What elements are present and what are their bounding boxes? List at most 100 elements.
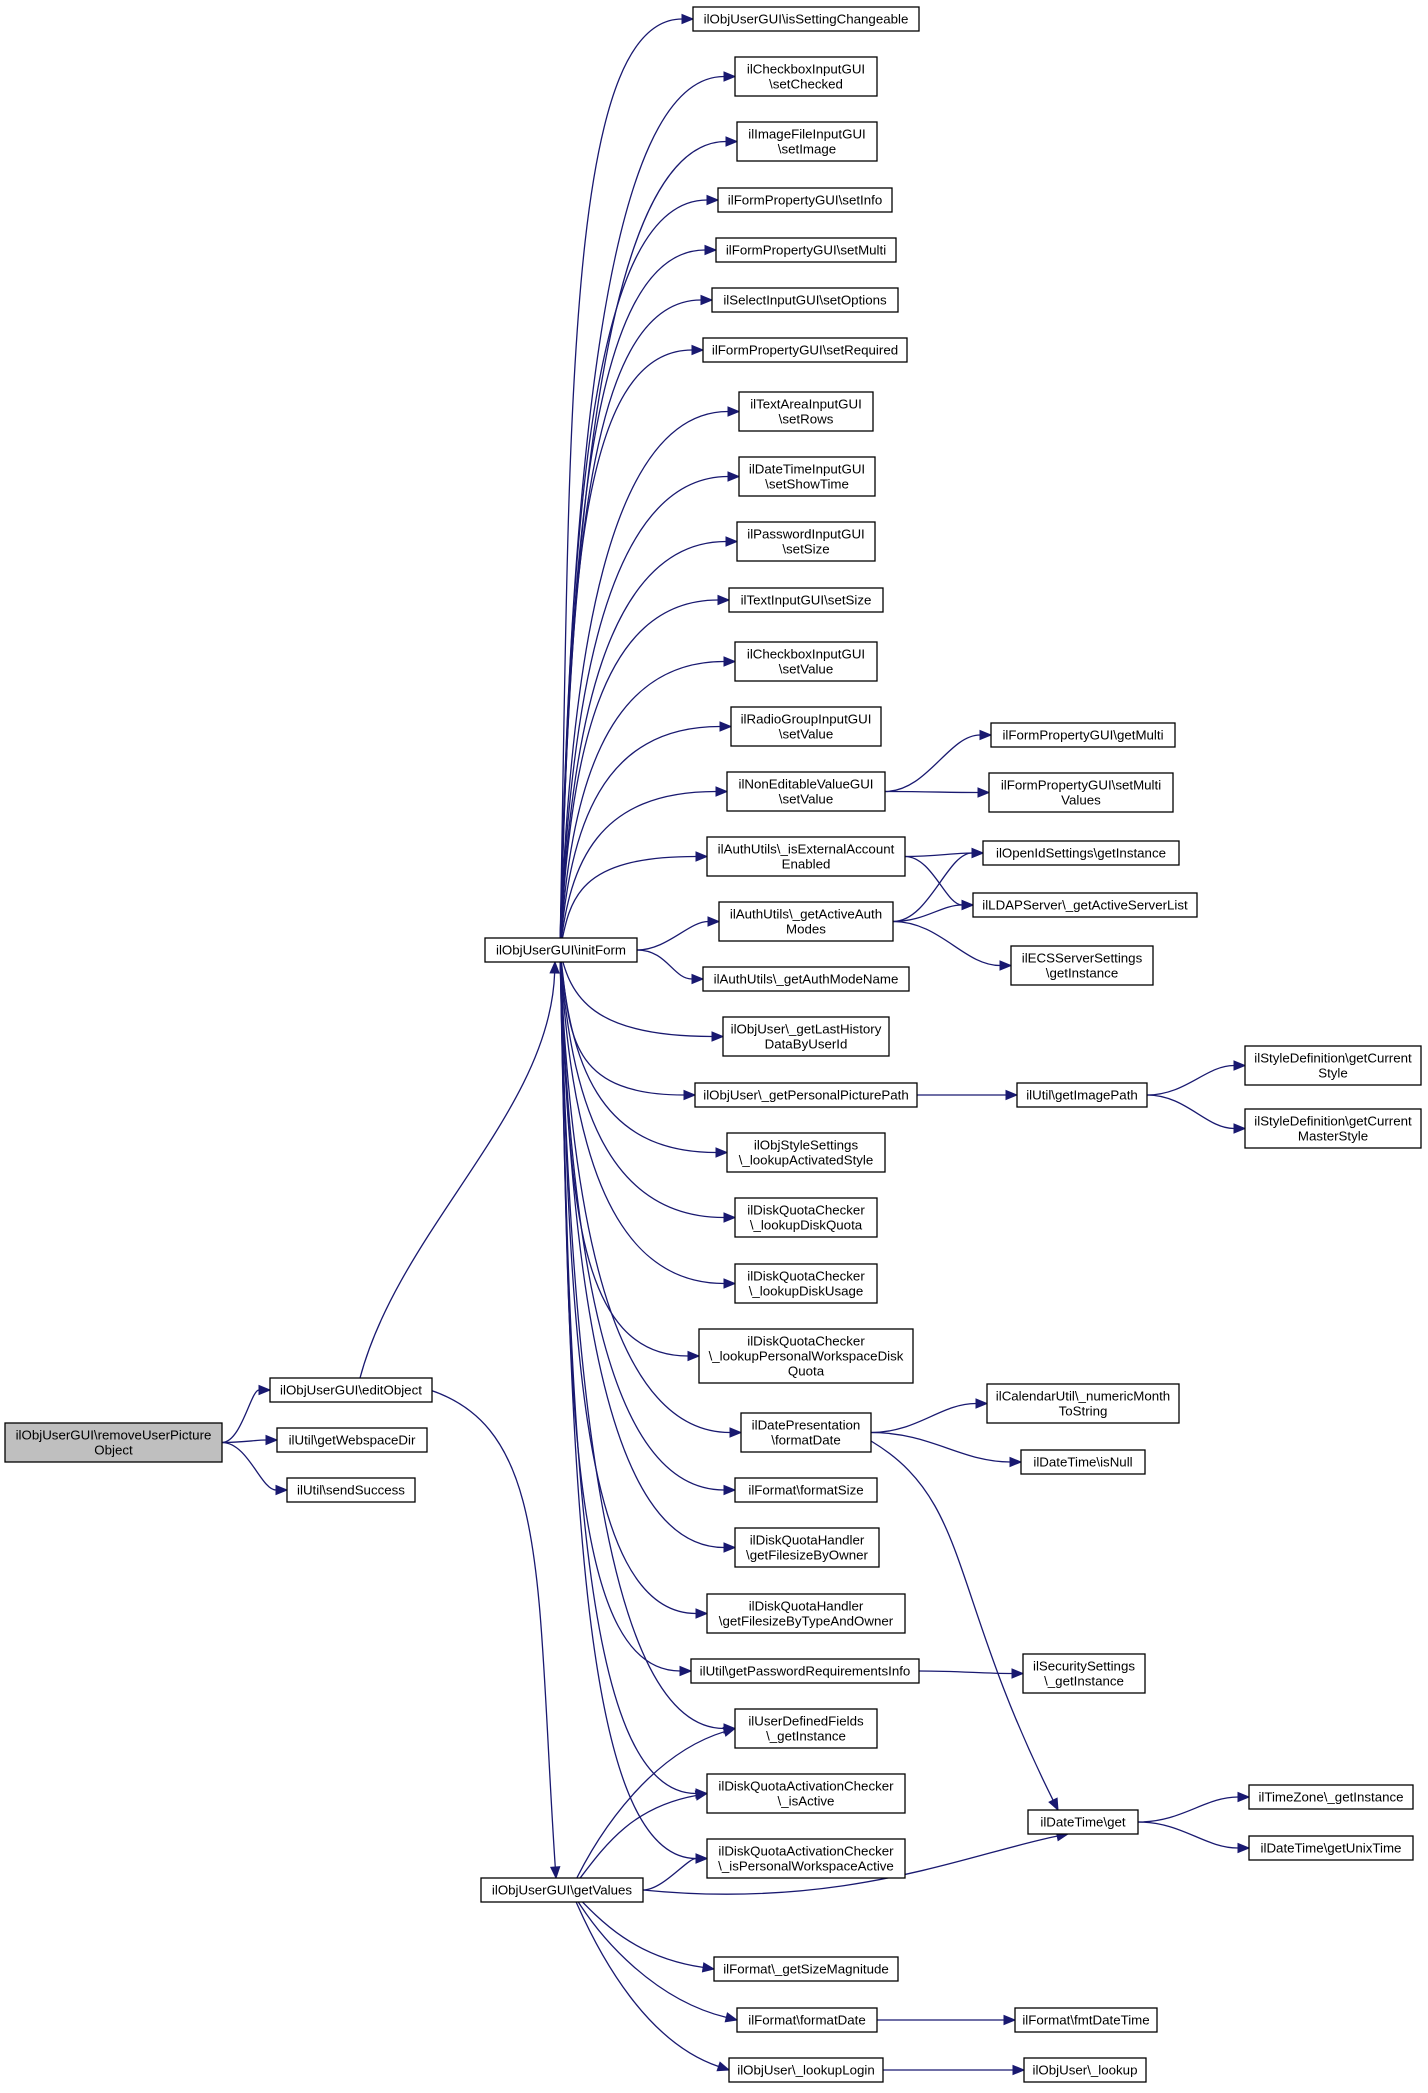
arrowhead-icon xyxy=(719,721,733,732)
node-fmtSize[interactable]: ilFormat\formatSize xyxy=(734,1477,878,1503)
node-isSettingChangeable[interactable]: ilObjUserGUI\isSettingChangeable xyxy=(692,6,920,32)
node-dtGet[interactable]: ilDateTime\get xyxy=(1027,1809,1139,1835)
node-secSettings[interactable]: ilSecuritySettings\_getInstance xyxy=(1022,1653,1146,1694)
node-label: ilPasswordInputGUI xyxy=(747,527,865,542)
node-imgSetImage[interactable]: ilImageFileInputGUI\setImage xyxy=(736,121,878,162)
node-label: \_isPersonalWorkspaceActive xyxy=(718,1859,894,1874)
node-pwSetSize[interactable]: ilPasswordInputGUI\setSize xyxy=(736,521,876,562)
node-getWebspaceDir[interactable]: ilUtil\getWebspaceDir xyxy=(276,1427,428,1453)
arrowhead-icon xyxy=(1237,1842,1251,1854)
edge-line xyxy=(559,199,708,951)
edge-line xyxy=(221,1439,267,1444)
node-label: ilFormPropertyGUI\setMulti xyxy=(726,243,886,258)
node-ecs[interactable]: ilECSServerSettings\getInstance xyxy=(1010,945,1154,986)
node-label: ilNonEditableValueGUI xyxy=(738,777,873,792)
edge-initForm-to-pwReq xyxy=(559,949,693,1677)
node-label: \_lookupActivatedStyle xyxy=(739,1153,874,1168)
node-cbSetChecked[interactable]: ilCheckboxInputGUI\setChecked xyxy=(734,56,878,97)
node-dqUsage[interactable]: ilDiskQuotaChecker\_lookupDiskUsage xyxy=(734,1263,878,1304)
node-fpSetRequired[interactable]: ilFormPropertyGUI\setRequired xyxy=(702,337,908,363)
arrowhead-icon xyxy=(1012,2064,1026,2076)
node-box xyxy=(988,772,1174,813)
edge-initForm-to-tiSetSize xyxy=(559,594,731,951)
node-box xyxy=(717,187,893,213)
edge-editObject-to-getValues xyxy=(429,1389,561,1880)
node-label: ilDiskQuotaChecker xyxy=(747,1269,865,1284)
node-dqQuota[interactable]: ilDiskQuotaChecker\_lookupDiskQuota xyxy=(734,1197,878,1238)
node-personalPic[interactable]: ilObjUser\_getPersonalPicturePath xyxy=(694,1082,918,1108)
node-sendSuccess[interactable]: ilUtil\sendSuccess xyxy=(286,1477,416,1503)
node-getValues[interactable]: ilObjUserGUI\getValues xyxy=(480,1877,644,1903)
node-selSetOptions[interactable]: ilSelectInputGUI\setOptions xyxy=(711,287,899,313)
node-taSetRows[interactable]: ilTextAreaInputGUI\setRows xyxy=(738,391,874,432)
node-dqhOwner[interactable]: ilDiskQuotaHandler\getFilesizeByOwner xyxy=(734,1527,880,1568)
edge-line xyxy=(559,540,727,951)
node-label: ilFormat\formatDate xyxy=(748,2013,865,2028)
node-styleLookup[interactable]: ilObjStyleSettings\_lookupActivatedStyle xyxy=(726,1132,886,1173)
node-fmtDateTime[interactable]: ilFormat\fmtDateTime xyxy=(1014,2007,1158,2033)
node-openId[interactable]: ilOpenIdSettings\getInstance xyxy=(982,840,1180,866)
node-label: ilUtil\sendSuccess xyxy=(297,1483,405,1498)
arrowhead-icon xyxy=(701,1962,716,1973)
node-label: ilFormat\formatSize xyxy=(748,1483,863,1498)
node-label: ilFormPropertyGUI\setMulti xyxy=(1001,778,1161,793)
node-getAuthModeName[interactable]: ilAuthUtils\_getAuthModeName xyxy=(702,966,910,992)
node-dqPersonal[interactable]: ilDiskQuotaChecker\_lookupPersonalWorksp… xyxy=(698,1328,914,1384)
node-label: ilCalendarUtil\_numericMonth xyxy=(996,1389,1170,1404)
edge-initForm-to-lastHistory xyxy=(559,949,725,1042)
node-fpSetInfo[interactable]: ilFormPropertyGUI\setInfo xyxy=(717,187,893,213)
node-fpGetMulti[interactable]: ilFormPropertyGUI\getMulti xyxy=(990,722,1176,748)
node-imagePath[interactable]: ilUtil\getImagePath xyxy=(1016,1082,1148,1108)
node-dtIsNull[interactable]: ilDateTime\isNull xyxy=(1020,1449,1146,1475)
node-label: ilDatePresentation xyxy=(752,1418,861,1433)
node-box xyxy=(690,1658,920,1684)
arrowhead-icon xyxy=(1009,1456,1023,1468)
node-datePres[interactable]: ilDatePresentation\formatDate xyxy=(740,1412,872,1453)
node-lookup[interactable]: ilObjUser\_lookup xyxy=(1023,2057,1147,2083)
node-fmtDate[interactable]: ilFormat\formatDate xyxy=(736,2007,878,2033)
node-initForm[interactable]: ilObjUserGUI\initForm xyxy=(484,937,638,963)
node-rgSetValue[interactable]: ilRadioGroupInputGUI\setValue xyxy=(730,706,882,747)
node-dtSetShowTime[interactable]: ilDateTimeInputGUI\setShowTime xyxy=(738,456,876,497)
edge-imagePath-to-styleMaster xyxy=(1146,1094,1247,1134)
node-dqhTypeOwner[interactable]: ilDiskQuotaHandler\getFilesizeByTypeAndO… xyxy=(706,1593,906,1634)
edge-initForm-to-fmtSize xyxy=(559,949,737,1496)
node-ldap[interactable]: ilLDAPServer\_getActiveServerList xyxy=(972,892,1198,918)
node-neSetValue[interactable]: ilNonEditableValueGUI\setValue xyxy=(726,771,886,812)
edge-root-to-sendSuccess xyxy=(221,1441,289,1496)
node-box xyxy=(706,836,906,877)
node-dqaActive[interactable]: ilDiskQuotaActivationChecker\_isActive xyxy=(706,1773,906,1814)
node-label: \_lookupDiskQuota xyxy=(750,1218,863,1233)
arrowhead-icon xyxy=(711,1031,725,1042)
node-sizeMag[interactable]: ilFormat\_getSizeMagnitude xyxy=(713,1956,899,1982)
node-box xyxy=(972,892,1198,918)
node-fpSetMulti[interactable]: ilFormPropertyGUI\setMulti xyxy=(715,237,897,263)
node-tiSetSize[interactable]: ilTextInputGUI\setSize xyxy=(728,587,884,613)
edge-line xyxy=(642,1857,697,1891)
node-dqaPersonal[interactable]: ilDiskQuotaActivationChecker\_isPersonal… xyxy=(706,1838,906,1879)
node-udf[interactable]: ilUserDefinedFields\_getInstance xyxy=(734,1708,878,1749)
node-label: ilAuthUtils\_getActiveAuth xyxy=(730,907,882,922)
node-label: ilFormPropertyGUI\setRequired xyxy=(712,343,898,358)
edge-initForm-to-fpSetInfo xyxy=(559,194,720,951)
arrowhead-icon xyxy=(691,973,705,985)
node-label: ilDateTime\getUnixTime xyxy=(1261,1841,1402,1856)
node-pwReq[interactable]: ilUtil\getPasswordRequirementsInfo xyxy=(690,1658,920,1684)
node-cbSetValue[interactable]: ilCheckboxInputGUI\setValue xyxy=(734,641,878,682)
node-editObject[interactable]: ilObjUserGUI\editObject xyxy=(269,1377,433,1403)
arrowhead-icon xyxy=(679,1665,693,1677)
node-label: ilDateTime\isNull xyxy=(1033,1455,1132,1470)
node-unixTime[interactable]: ilDateTime\getUnixTime xyxy=(1248,1835,1414,1861)
node-lookupLogin[interactable]: ilObjUser\_lookupLogin xyxy=(728,2057,884,2083)
edge-initForm-to-dqaPersonal xyxy=(559,949,709,1864)
edge-line xyxy=(559,349,693,951)
node-tzInstance[interactable]: ilTimeZone\_getInstance xyxy=(1248,1784,1414,1810)
